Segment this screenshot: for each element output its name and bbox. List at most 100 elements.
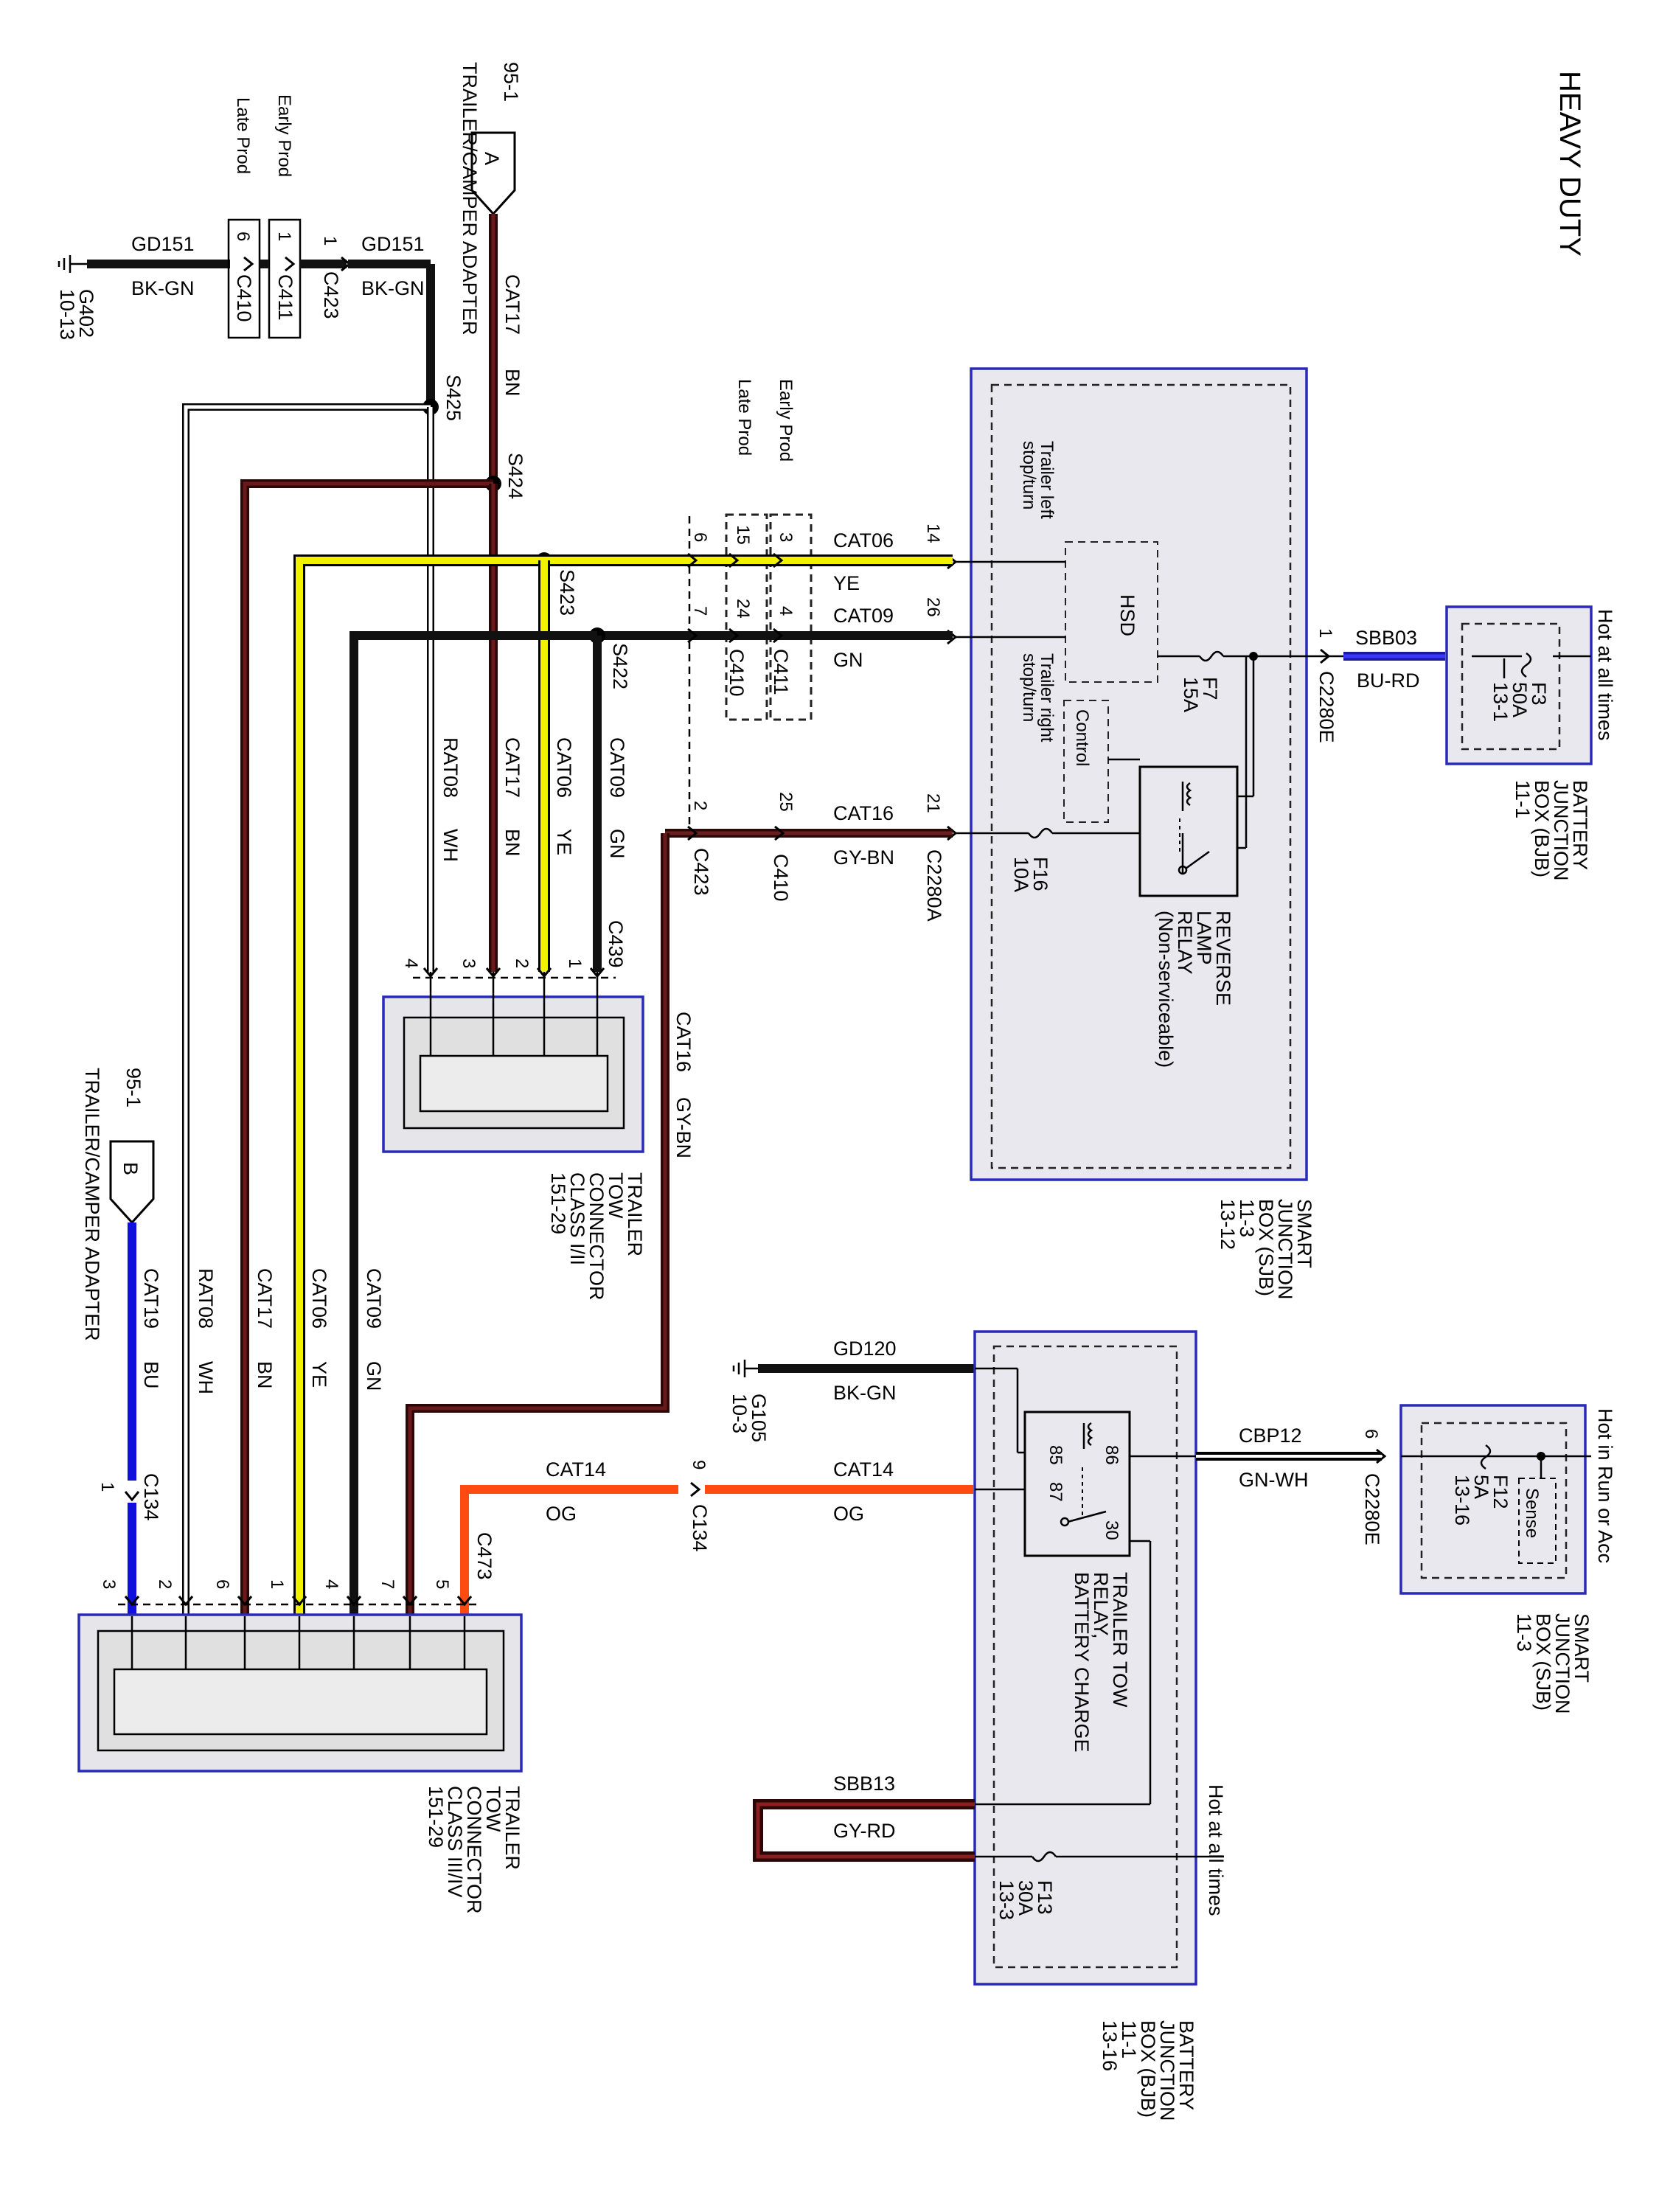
- g402-id: G402: [75, 289, 97, 338]
- fuse-f16: F16: [1029, 857, 1051, 891]
- tow-3-4-name-4: CLASS III/IV: [444, 1786, 466, 1898]
- bjb-top-name-2: JUNCTION: [1550, 780, 1572, 881]
- sjb-pin-sbb03: 1: [1315, 628, 1335, 638]
- fuse-f12-ref: 13-16: [1451, 1475, 1473, 1526]
- cat17-lower-label: CAT17: [254, 1268, 276, 1329]
- c423-label-b: C423: [690, 848, 712, 896]
- c423-gd151-label: C423: [320, 271, 342, 319]
- sjb-lower-name-3: BOX (SJB): [1532, 1613, 1554, 1711]
- cat09-circuit: CAT09: [833, 605, 894, 627]
- tow-1-2-name-5: 151-29: [547, 1172, 569, 1234]
- sjb-pin-21: 21: [923, 793, 943, 813]
- late-prod-label: Late Prod: [734, 379, 754, 456]
- fuse-f7: F7: [1199, 677, 1221, 700]
- g105-id: G105: [748, 1394, 770, 1442]
- adapter-b-name: TRAILER/CAMPER ADAPTER: [81, 1068, 103, 1341]
- c423-pin-2: 2: [690, 801, 710, 810]
- wire-cat09-bus: [349, 631, 597, 1616]
- sbb13-color: GY-RD: [833, 1820, 896, 1842]
- adapter-a-ref: 95-1: [500, 62, 522, 102]
- cat09-vert-label: CAT09: [606, 737, 628, 798]
- cat06-color: YE: [833, 572, 860, 594]
- fuse-f7-rating: 15A: [1180, 677, 1202, 712]
- gd120-circuit: GD120: [833, 1338, 897, 1360]
- c410-pin-15: 15: [733, 525, 753, 545]
- cbp12-circuit: CBP12: [1239, 1425, 1302, 1447]
- cat06-circuit: CAT06: [833, 529, 894, 552]
- bjb-top-name-4: 11-1: [1512, 780, 1534, 818]
- cat06-lower-label: CAT06: [308, 1268, 330, 1329]
- c134-label-cat19: C134: [140, 1473, 162, 1521]
- rat08-lower-color: WH: [195, 1361, 217, 1394]
- c473-pin-6: 6: [212, 1579, 232, 1589]
- cat19-color: BU: [140, 1361, 162, 1389]
- bjb-top-fuse: F3: [1528, 682, 1550, 706]
- rat08-label: RAT08: [439, 737, 462, 798]
- c411-pin-3: 3: [776, 532, 796, 542]
- bjb-lower-relay-2: RELAY,: [1090, 1572, 1112, 1639]
- cbp12-color: GN-WH: [1239, 1469, 1308, 1491]
- fuse-f13: F13: [1034, 1880, 1056, 1915]
- sjb-c2280a: C2280A: [923, 849, 945, 922]
- sjb-right-label-1: Trailer right: [1037, 653, 1057, 742]
- sjb-left-label-2: stop/turn: [1019, 441, 1039, 509]
- reverse-relay-3: RELAY: [1174, 911, 1196, 975]
- cat16-circuit: CAT16: [833, 802, 894, 824]
- cat06-vert-color: YE: [553, 829, 575, 855]
- sjb-lower-sense: Sense: [1522, 1488, 1542, 1538]
- c410-pin-24: 24: [733, 599, 753, 619]
- c473-pin-3: 3: [99, 1579, 119, 1589]
- c410-label: C410: [726, 649, 748, 697]
- bjb-lower-note: Hot at all times: [1205, 1784, 1227, 1916]
- bjb-lower-name-2: JUNCTION: [1156, 2020, 1178, 2121]
- sjb-control: Control: [1072, 709, 1092, 766]
- bjb-lower-relay-1: TRAILER TOW: [1109, 1572, 1131, 1708]
- c473-label: C473: [473, 1532, 495, 1580]
- sjb-lower-note: Hot in Run or Acc: [1594, 1408, 1616, 1563]
- sjb-lower-name-4: 11-3: [1513, 1613, 1535, 1652]
- splice-s424-label: S424: [504, 453, 526, 499]
- cat09-color: GN: [833, 649, 863, 671]
- bjb-top-fuse-rating: 50A: [1509, 682, 1531, 717]
- relay-pin-87: 87: [1046, 1482, 1065, 1502]
- gd151-circuit: GD151: [131, 233, 195, 255]
- c473-pin-5: 5: [432, 1579, 452, 1589]
- bjb-top: Hot at all times F3 50A 13-1 BATTERY JUN…: [1445, 605, 1616, 881]
- c410-gd151-label: C410: [233, 274, 255, 322]
- cat14-left-color: OG: [546, 1503, 577, 1525]
- c134-label-cat14: C134: [689, 1504, 711, 1552]
- sjb-pin-14: 14: [923, 524, 943, 543]
- tow-3-4-name-2: TOW: [482, 1786, 504, 1832]
- sbb03-circuit: SBB03: [1355, 627, 1417, 649]
- c423-pin-7: 7: [690, 606, 710, 616]
- sjb-main-name-1: SMART: [1293, 1199, 1315, 1268]
- c410-pin-25: 25: [776, 792, 796, 812]
- cat06-vert-label: CAT06: [553, 737, 575, 798]
- c410-label-b: C410: [770, 854, 792, 902]
- gd151-circuit-2: GD151: [361, 233, 425, 255]
- bjb-lower-name-4: 11-1: [1118, 2020, 1140, 2059]
- cat14-right-circuit: CAT14: [833, 1458, 894, 1481]
- c411-label: C411: [770, 649, 792, 695]
- gd120-color: BK-GN: [833, 1382, 897, 1404]
- g105-ref: 10-3: [728, 1394, 751, 1433]
- c439-label: C439: [605, 920, 627, 968]
- cat17-lower-color: BN: [254, 1361, 276, 1389]
- sjb-main-name-4: 11-3: [1236, 1199, 1258, 1237]
- late-prod-gd151: Late Prod: [233, 97, 253, 174]
- reverse-relay-1: REVERSE: [1212, 911, 1234, 1006]
- c411-gd151-label: C411: [274, 274, 296, 321]
- g402-ref: 10-13: [56, 289, 78, 340]
- adapter-a-name: TRAILER/CAMPER ADAPTER: [459, 62, 481, 335]
- cat09-vert-color: GN: [606, 829, 628, 859]
- gd151-color-2: BK-GN: [361, 277, 425, 299]
- c473-pin-1: 1: [267, 1579, 287, 1589]
- cat19-circuit: CAT19: [140, 1268, 162, 1329]
- bjb-top-name-1: BATTERY: [1569, 780, 1591, 870]
- c134-pin-1: 1: [97, 1482, 117, 1492]
- c134-pin-9: 9: [689, 1460, 709, 1470]
- sjb-lower-name-2: JUNCTION: [1551, 1613, 1573, 1714]
- c439-pin-2: 2: [512, 959, 532, 968]
- tow-1-2-name-2: TOW: [605, 1172, 627, 1219]
- wire-cat14: [460, 1485, 973, 1616]
